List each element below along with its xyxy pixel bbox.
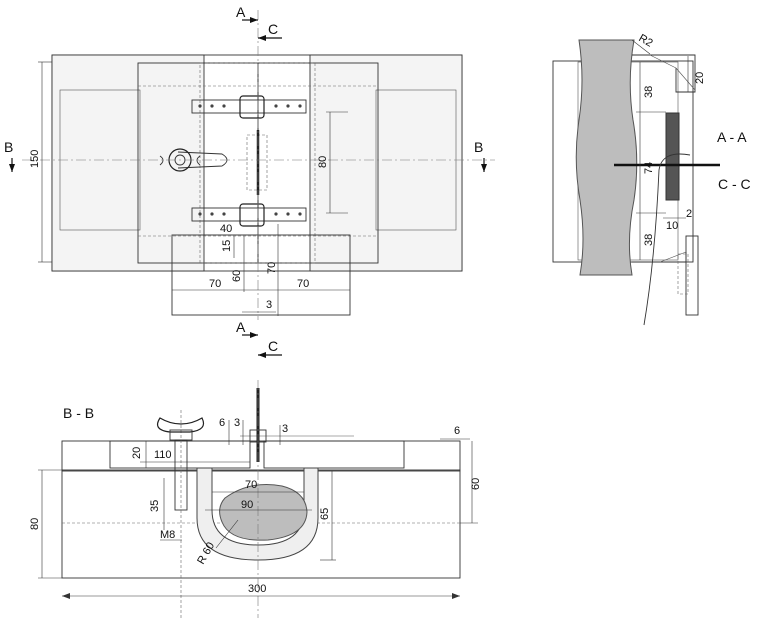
bb-dim-70: 70 <box>245 479 257 491</box>
top-view: A C B B 150 80 40 15 60 70 70 70 <box>4 4 495 320</box>
aa-dim-10: 10 <box>666 220 678 232</box>
blade-block <box>665 112 680 201</box>
section-bb-title: B - B <box>63 405 94 421</box>
bb-dim-3b: 3 <box>282 423 288 435</box>
bb-dim-80: 80 <box>29 518 41 530</box>
top-mark-c: C <box>268 21 278 37</box>
bb-dim-35: 35 <box>149 500 161 512</box>
dim-15: 15 <box>221 240 233 252</box>
bb-wing-nut-icon <box>157 417 205 433</box>
u-channel <box>196 467 319 561</box>
label-c-c: C - C <box>718 176 751 192</box>
aa-dim-r2: R2 <box>637 32 655 49</box>
top-mark-a: A <box>236 4 246 20</box>
bottom-tongue <box>171 234 351 316</box>
bb-dim-65: 65 <box>319 508 331 520</box>
dim-70-right: 70 <box>297 278 309 290</box>
dim-150: 150 <box>29 150 41 168</box>
bb-dim-90: 90 <box>241 499 253 511</box>
log-section <box>575 39 638 276</box>
bb-dim-110: 110 <box>154 449 172 461</box>
bb-dim-20: 20 <box>131 447 143 459</box>
stone-section <box>219 484 308 541</box>
dim-70-vertical: 70 <box>266 262 278 274</box>
bb-dim-60: 60 <box>470 478 482 490</box>
top-mark-b-right: B <box>474 139 483 155</box>
dim-80: 80 <box>317 156 329 168</box>
label-a-a: A - A <box>717 129 747 145</box>
dim-70-left: 70 <box>209 278 221 290</box>
bb-dim-300: 300 <box>248 583 266 595</box>
bb-mark-c: C <box>268 338 278 354</box>
dim-40: 40 <box>220 223 232 235</box>
aa-dim-2: 2 <box>686 208 692 220</box>
bb-dim-3a: 3 <box>234 417 240 429</box>
hinge-strap-bottom <box>191 207 307 222</box>
dim-3: 3 <box>266 299 272 311</box>
dim-60: 60 <box>231 270 243 282</box>
aa-dim-20: 20 <box>694 72 706 84</box>
section-bb-view: B - B A C 6 3 3 6 <box>29 319 482 618</box>
aa-dim-74: 74 <box>643 162 655 174</box>
bb-mark-a: A <box>236 319 246 335</box>
bb-dim-6b: 6 <box>454 425 460 437</box>
hinge-strap-top <box>191 99 307 114</box>
bb-dim-m8: M8 <box>160 529 175 541</box>
aa-dim-38-bottom: 38 <box>643 234 655 246</box>
aa-dim-38-top: 38 <box>643 86 655 98</box>
top-mark-b-left: B <box>4 139 13 155</box>
bb-dim-6a: 6 <box>219 417 225 429</box>
section-aa-view: R2 20 38 74 38 10 2 A - A C - C <box>552 32 751 326</box>
bb-base-body <box>61 469 461 579</box>
